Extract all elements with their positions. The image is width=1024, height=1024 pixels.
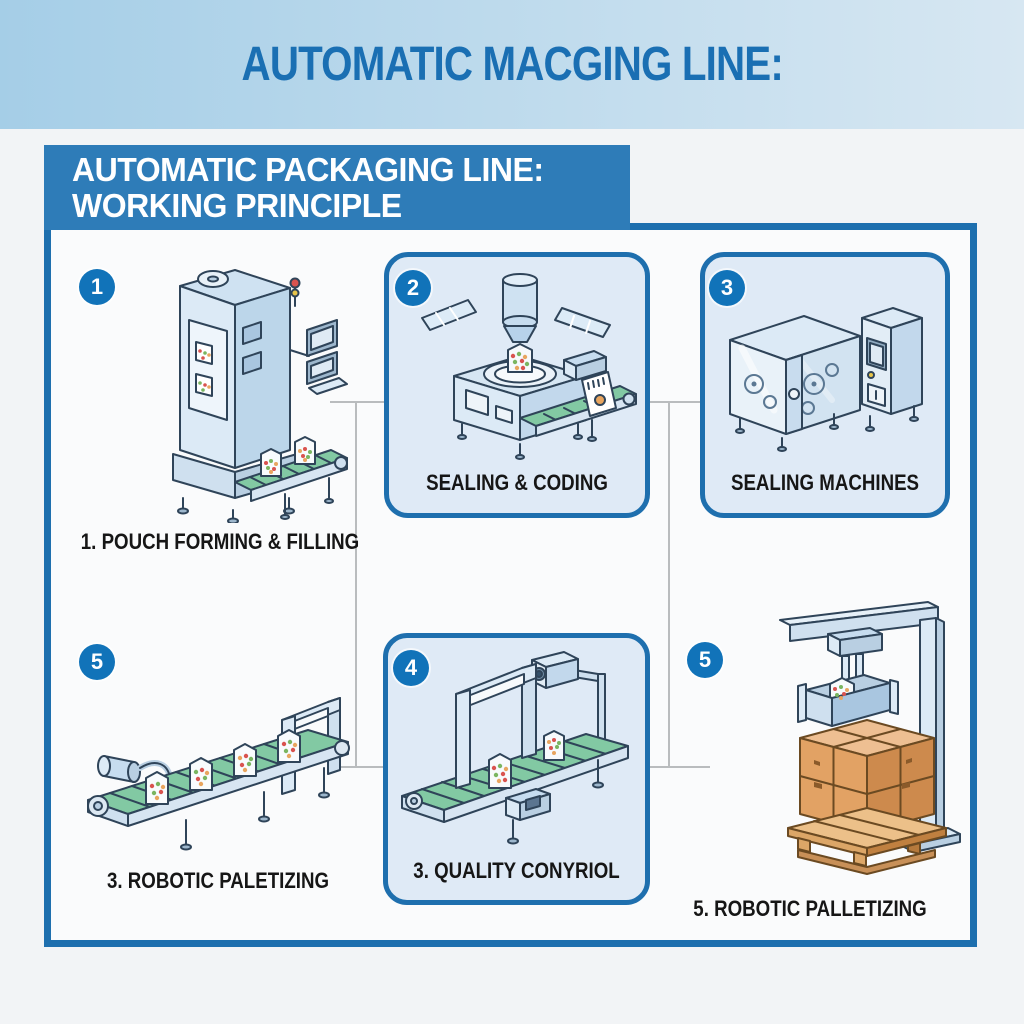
stage-caption-sealing-coding: SEALING & CODING — [426, 470, 608, 495]
quality-control-camera-conveyor-illustration — [401, 651, 629, 845]
connector-line — [355, 402, 357, 767]
stage-caption-robotic-paletizing: 3. ROBOTIC PALETIZING — [107, 868, 329, 893]
diagram-title-line1: AUTOMATIC PACKAGING LINE: — [72, 151, 544, 188]
connector-line — [648, 401, 702, 403]
pouch-forming-filling-machine-illustration — [172, 269, 348, 523]
diagram-header: AUTOMATIC PACKAGING LINE: WORKING PRINCI… — [44, 145, 630, 230]
gantry-palletizer-illustration — [779, 601, 961, 875]
stage-number-badge: 5 — [687, 642, 723, 678]
stage-caption-quality-control: 3. QUALITY CONYRIOL — [413, 858, 620, 883]
stage-number-badge: 4 — [393, 650, 429, 686]
stage-number-badge: 3 — [709, 270, 745, 306]
stage-caption-robotic-palletizing: 5. ROBOTIC PALLETIZING — [693, 896, 927, 921]
connector-line — [648, 766, 710, 768]
diagram-title-line2: WORKING PRINCIPLE — [72, 187, 402, 224]
top-banner: AUTOMATIC MACGING LINE: — [0, 0, 1024, 129]
stage-number-badge: 5 — [79, 644, 115, 680]
connector-line — [330, 401, 386, 403]
page-title: AUTOMATIC MACGING LINE: — [241, 38, 783, 91]
stage-number-badge: 1 — [79, 269, 115, 305]
pouch-conveyor-frame-illustration — [87, 697, 350, 851]
stage-caption-sealing-machines: SEALING MACHINES — [730, 470, 920, 495]
stage-caption-pouch-forming: 1. POUCH FORMING & FILLING — [80, 529, 360, 554]
stage-number-badge: 2 — [395, 270, 431, 306]
connector-line — [668, 402, 670, 767]
connector-line — [330, 766, 386, 768]
sealing-coding-machine-illustration — [421, 273, 637, 460]
sealing-machine-cabinet-illustration — [729, 307, 923, 452]
